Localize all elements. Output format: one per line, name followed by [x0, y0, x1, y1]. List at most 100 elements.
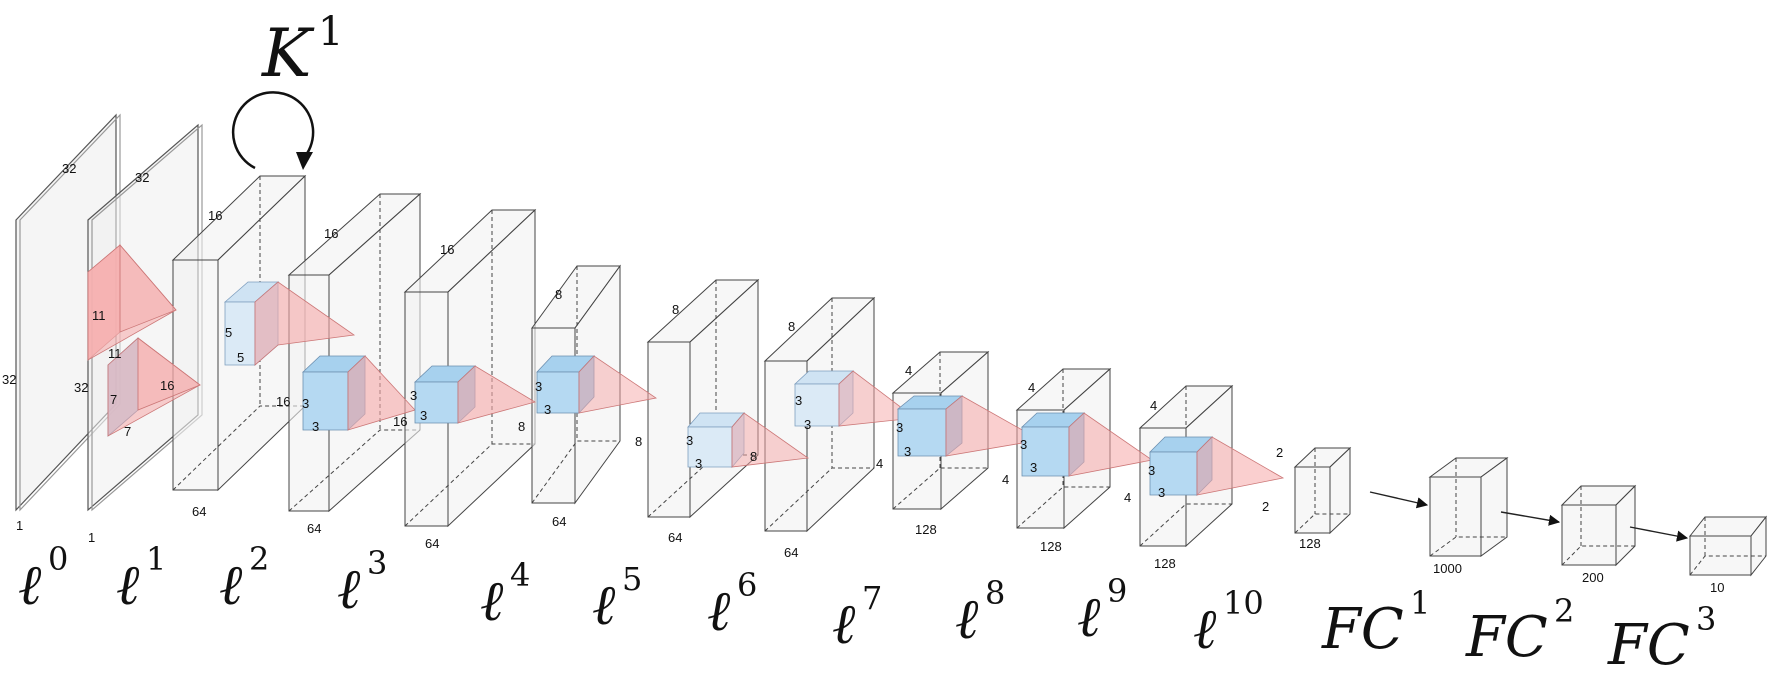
k5-width: 3 — [544, 402, 551, 417]
layer-label-fc2-sup: 2 — [1554, 592, 1574, 630]
dim-fc0-depth: 2 — [1276, 445, 1283, 460]
kernel-label-sup: 1 — [318, 9, 343, 55]
kernel-l9 — [1020, 412, 1154, 477]
layer-label-l0: ℓ 0 — [18, 540, 68, 618]
k9-height: 3 — [1020, 437, 1027, 452]
k1b-depth: 16 — [160, 378, 174, 393]
k8-height: 3 — [896, 420, 903, 435]
layer-labels: ℓ 0 ℓ 1 ℓ 2 ℓ 3 ℓ 4 ℓ 5 ℓ 6 ℓ 7 — [18, 540, 1716, 678]
k2a-width: 5 — [237, 350, 244, 365]
k7-height: 3 — [795, 393, 802, 408]
dim-l1-channels: 1 — [88, 530, 95, 545]
layer-label-l8-sup: 8 — [985, 574, 1005, 612]
layer-label-l2-sup: 2 — [249, 540, 269, 578]
volume-l4 — [403, 208, 537, 528]
dim-fc2-units: 200 — [1582, 570, 1604, 585]
k4-width: 3 — [420, 408, 427, 423]
layer-label-l6-base: ℓ — [707, 579, 731, 644]
dim-l8-depth: 4 — [905, 363, 912, 378]
layer-label-l8: ℓ 8 — [955, 574, 1005, 652]
dim-l10-depth: 4 — [1150, 398, 1157, 413]
layer-label-l5-sup: 5 — [622, 560, 642, 598]
dim-l6-channels: 64 — [668, 530, 682, 545]
dim-l4-depth: 16 — [440, 242, 454, 257]
arrow-to-fc3 — [1629, 526, 1689, 542]
dim-fc0-channels: 128 — [1299, 536, 1321, 551]
dim-l9-depth: 4 — [1028, 380, 1035, 395]
layer-label-l10-base: ℓ — [1193, 597, 1217, 662]
k6-depth: 8 — [750, 449, 757, 464]
kernel-l5 — [536, 354, 658, 415]
kernel-l3 — [301, 355, 416, 431]
layer-label-l0-sup: 0 — [48, 540, 68, 578]
dim-l7-depth: 8 — [788, 319, 795, 334]
dim-l5-depth: 8 — [555, 287, 562, 302]
k1a-height: 11 — [92, 308, 106, 323]
arrow-to-fc1 — [1369, 491, 1429, 509]
layer-label-l1-base: ℓ — [116, 553, 140, 618]
k8-width: 3 — [904, 444, 911, 459]
layer-label-l9-base: ℓ — [1077, 585, 1101, 650]
kernel-l4 — [413, 365, 537, 424]
kernel-l2-upper — [223, 281, 356, 366]
layer-label-l7-sup: 7 — [862, 579, 882, 617]
dim-l4-height: 8 — [518, 419, 525, 434]
layer-label-fc1-sup: 1 — [1410, 584, 1430, 622]
dim-l3-depth: 16 — [324, 226, 338, 241]
volume-fc3 — [1688, 515, 1768, 577]
dim-fc3-units: 10 — [1710, 580, 1724, 595]
kernel-label-base: K — [261, 15, 315, 92]
k4-height: 3 — [410, 388, 417, 403]
volume-l3 — [287, 192, 422, 513]
k5-height: 3 — [535, 379, 542, 394]
k10-height: 3 — [1148, 463, 1155, 478]
layer-label-l5: ℓ 5 — [592, 560, 642, 638]
dim-l2-depth: 16 — [208, 208, 222, 223]
layer-label-fc3: FC 3 — [1607, 600, 1716, 678]
layer-label-fc3-base: FC — [1607, 613, 1690, 678]
kernel-l10 — [1149, 436, 1285, 496]
layer-label-l5-base: ℓ — [592, 573, 616, 638]
layer-label-l9: ℓ 9 — [1077, 572, 1127, 650]
k2b-height: 3 — [302, 396, 309, 411]
dim-l9-channels: 128 — [1040, 539, 1062, 554]
kernel-l1-upper — [87, 243, 177, 361]
dim-l8-channels: 128 — [915, 522, 937, 537]
layer-label-l3-base: ℓ — [337, 557, 361, 622]
layer-label-l6: ℓ 6 — [707, 566, 757, 644]
layer-label-l7: ℓ 7 — [832, 579, 882, 657]
dim-l1-depth: 32 — [135, 170, 149, 185]
volume-fc0 — [1293, 446, 1352, 535]
k9-width: 3 — [1030, 460, 1037, 475]
dim-l0-channels: 1 — [16, 518, 23, 533]
k10-width: 3 — [1158, 485, 1165, 500]
kernel-size-labels: 11 11 7 7 16 5 5 3 3 16 3 3 3 3 8 3 3 3 … — [92, 308, 1165, 500]
kernel-recurrence-label: K 1 — [261, 9, 343, 92]
layer-label-l4: ℓ 4 — [480, 556, 530, 634]
k2b-width: 3 — [312, 419, 319, 434]
layer-label-l2-base: ℓ — [219, 553, 243, 618]
dim-l10-channels: 128 — [1154, 556, 1176, 571]
layer-label-l3-sup: 3 — [367, 544, 387, 582]
layer-label-fc2-base: FC — [1465, 605, 1548, 670]
dim-l5-channels: 64 — [552, 514, 566, 529]
layer-label-l8-base: ℓ — [955, 587, 979, 652]
layer-label-l3: ℓ 3 — [337, 544, 387, 622]
layer-label-l7-base: ℓ — [832, 592, 856, 657]
k1b-height: 7 — [110, 392, 117, 407]
k6-width: 3 — [695, 456, 702, 471]
kernel-l7 — [793, 370, 917, 427]
layer-label-l1: ℓ 1 — [116, 540, 166, 618]
layer-label-fc1: FC 1 — [1321, 584, 1430, 662]
layer-label-l9-sup: 9 — [1107, 572, 1127, 610]
layer-label-l6-sup: 6 — [737, 566, 757, 604]
k1a-width: 11 — [108, 346, 122, 361]
layer-label-fc3-sup: 3 — [1696, 600, 1716, 638]
dim-fc0-height: 2 — [1262, 499, 1269, 514]
dim-l1-height: 32 — [74, 380, 88, 395]
layer-label-l0-base: ℓ — [18, 553, 42, 618]
recurrence-arrowhead — [296, 152, 313, 170]
volume-l6 — [646, 278, 760, 519]
kernel-l1-lower — [107, 337, 201, 437]
